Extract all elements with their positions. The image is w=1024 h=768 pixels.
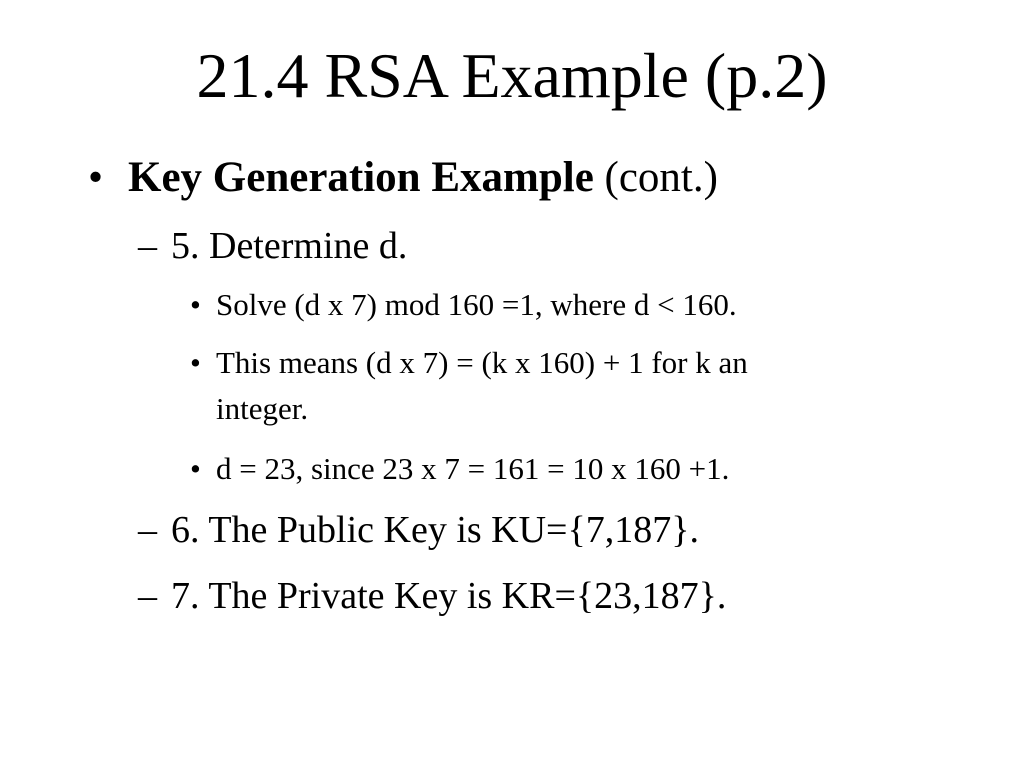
sub-bullet-solve-text: Solve (d x 7) mod 160 =1, where d < 160. xyxy=(216,287,737,322)
sub-bullet-means-text: This means (d x 7) = (k x 160) + 1 for k… xyxy=(216,345,748,380)
sub-bullet-d-value-text: d = 23, since 23 x 7 = 161 = 10 x 160 +1… xyxy=(216,451,730,486)
bullet-dot-icon: • xyxy=(190,345,201,380)
bullet-dot-icon: • xyxy=(88,154,104,201)
slide-title: 21.4 RSA Example (p.2) xyxy=(196,40,828,111)
dash-icon: – xyxy=(138,575,157,617)
step-6-text: 6. The Public Key is KU={7,187}. xyxy=(171,509,699,551)
bullet-dot-icon: • xyxy=(190,451,201,486)
bullet-bold-text: Key Generation Example xyxy=(128,154,594,201)
bullet-dot-icon: • xyxy=(190,287,201,322)
dash-icon: – xyxy=(138,509,157,551)
sub-bullet-means-continued: integer. xyxy=(216,386,308,432)
sub-bullet-means-text-line2: integer. xyxy=(216,391,309,426)
bullet-key-generation-text: Key Generation Example (cont.) xyxy=(128,150,718,206)
bullet-rest-text: (cont.) xyxy=(593,154,718,201)
dash-icon: – xyxy=(138,225,157,267)
step-5-text: 5. Determine d. xyxy=(171,225,408,267)
step-7-text: 7. The Private Key is KR={23,187}. xyxy=(171,575,727,617)
